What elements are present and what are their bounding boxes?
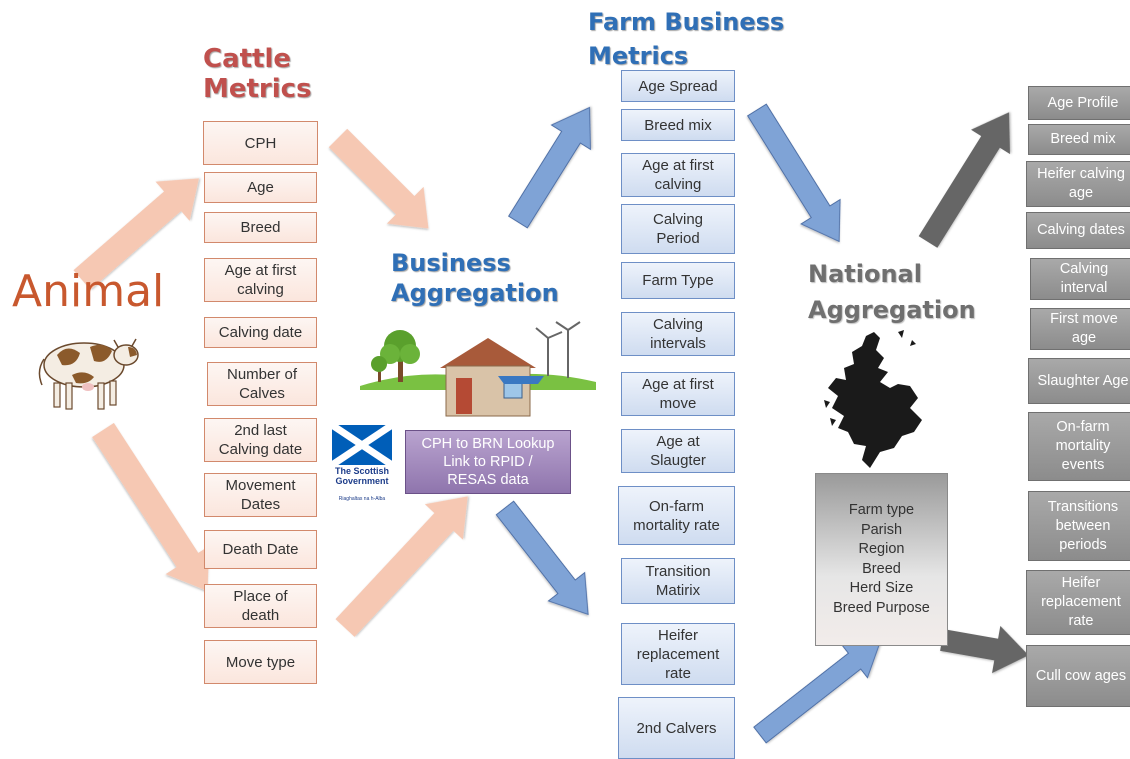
cattle-to-business-arrow: [328, 128, 429, 229]
cph-brn-lookup-box: CPH to BRN Lookup Link to RPID / RESAS d…: [405, 430, 571, 494]
national-metric-calving-interval: Calving interval: [1030, 258, 1130, 300]
saltire-flag-icon: [332, 425, 392, 465]
scottish-government-name: The Scottish Government: [334, 466, 389, 486]
cattle-metric-age-first-calving: Age at first calving: [204, 258, 317, 302]
scottish-government-gaelic: Riaghaltas na h-Alba: [338, 496, 386, 502]
farm-house-illustration: [360, 321, 596, 417]
cattle-metric-age: Age: [204, 172, 317, 203]
national-aggregation-heading: National Aggregation: [808, 260, 976, 324]
farm-metric-age-spread: Age Spread: [621, 70, 735, 102]
cattle-metric-breed: Breed: [204, 212, 317, 243]
national-metric-heifer-calving-age: Heifer calving age: [1026, 161, 1130, 207]
farm-metric-on-farm-mortality-rate: On-farm mortality rate: [618, 486, 735, 545]
farm-metric-calving-period: Calving Period: [621, 204, 735, 254]
animal-to-cattle-down-arrow: [92, 422, 210, 592]
cattle-metric-second-last-calving: 2nd last Calving date: [204, 418, 317, 462]
scotland-map-icon: [824, 330, 922, 468]
business-to-farm-metrics-down-arrow: [495, 500, 589, 616]
national-summary-box: Farm type Parish Region Breed Herd Size …: [815, 473, 948, 646]
cattle-metric-place-of-death: Place of death: [204, 584, 317, 628]
farm-metric-transition-matrix: Transition Matirix: [621, 558, 735, 604]
national-metric-calving-dates: Calving dates: [1026, 212, 1130, 249]
national-metric-heifer-replacement-rate: Heifer replacement rate: [1026, 570, 1130, 635]
cattle-metric-move-type: Move type: [204, 640, 317, 684]
national-metric-transitions-between-periods: Transitions between periods: [1028, 491, 1130, 561]
cattle-metric-movement-dates: Movement Dates: [204, 473, 317, 517]
animal-to-cattle-up-arrow: [73, 178, 199, 290]
cattle-metric-death-date: Death Date: [204, 530, 317, 569]
farm-metrics-to-national-arrow: [746, 103, 841, 243]
national-metric-on-farm-mortality-events: On-farm mortality events: [1028, 412, 1130, 481]
farm-metrics-to-summary-arrow: [753, 640, 882, 744]
national-metric-slaughter-age: Slaughter Age: [1028, 358, 1130, 404]
business-to-farm-metrics-up-arrow: [507, 106, 592, 229]
national-metric-breed-mix: Breed mix: [1028, 124, 1130, 155]
farm-metric-age-first-calving: Age at first calving: [621, 153, 735, 197]
farm-metric-farm-type: Farm Type: [621, 262, 735, 299]
farm-metric-calving-intervals: Calving intervals: [621, 312, 735, 356]
cattle-metrics-heading: Cattle Metrics: [203, 44, 312, 104]
national-metric-age-profile: Age Profile: [1028, 86, 1130, 120]
farm-metric-2nd-calvers: 2nd Calvers: [618, 697, 735, 759]
cattle-to-lookup-arrow: [335, 496, 468, 637]
farm-metric-age-at-slaughter: Age at Slaugter: [621, 429, 735, 473]
farm-metric-breed-mix: Breed mix: [621, 109, 735, 141]
national-metric-cull-cow-ages: Cull cow ages: [1026, 645, 1130, 707]
national-metric-first-move-age: First move age: [1030, 308, 1130, 350]
cow-illustration: [38, 338, 139, 410]
farm-metric-age-first-move: Age at first move: [621, 372, 735, 416]
scottish-government-logo: The Scottish Government Riaghaltas na h-…: [328, 425, 396, 502]
cattle-metric-calving-date: Calving date: [204, 317, 317, 348]
farm-business-metrics-heading: Farm Business Metrics: [588, 8, 785, 70]
national-to-metrics-up-arrow: [918, 112, 1011, 248]
animal-heading: Animal: [12, 266, 165, 317]
cattle-metric-number-of-calves: Number of Calves: [207, 362, 317, 406]
business-aggregation-heading: Business Aggregation: [391, 249, 559, 307]
cattle-metric-cph: CPH: [203, 121, 318, 165]
summary-to-cull-cow-arrow: [940, 625, 1029, 674]
farm-metric-heifer-replacement-rate: Heifer replacement rate: [621, 623, 735, 685]
